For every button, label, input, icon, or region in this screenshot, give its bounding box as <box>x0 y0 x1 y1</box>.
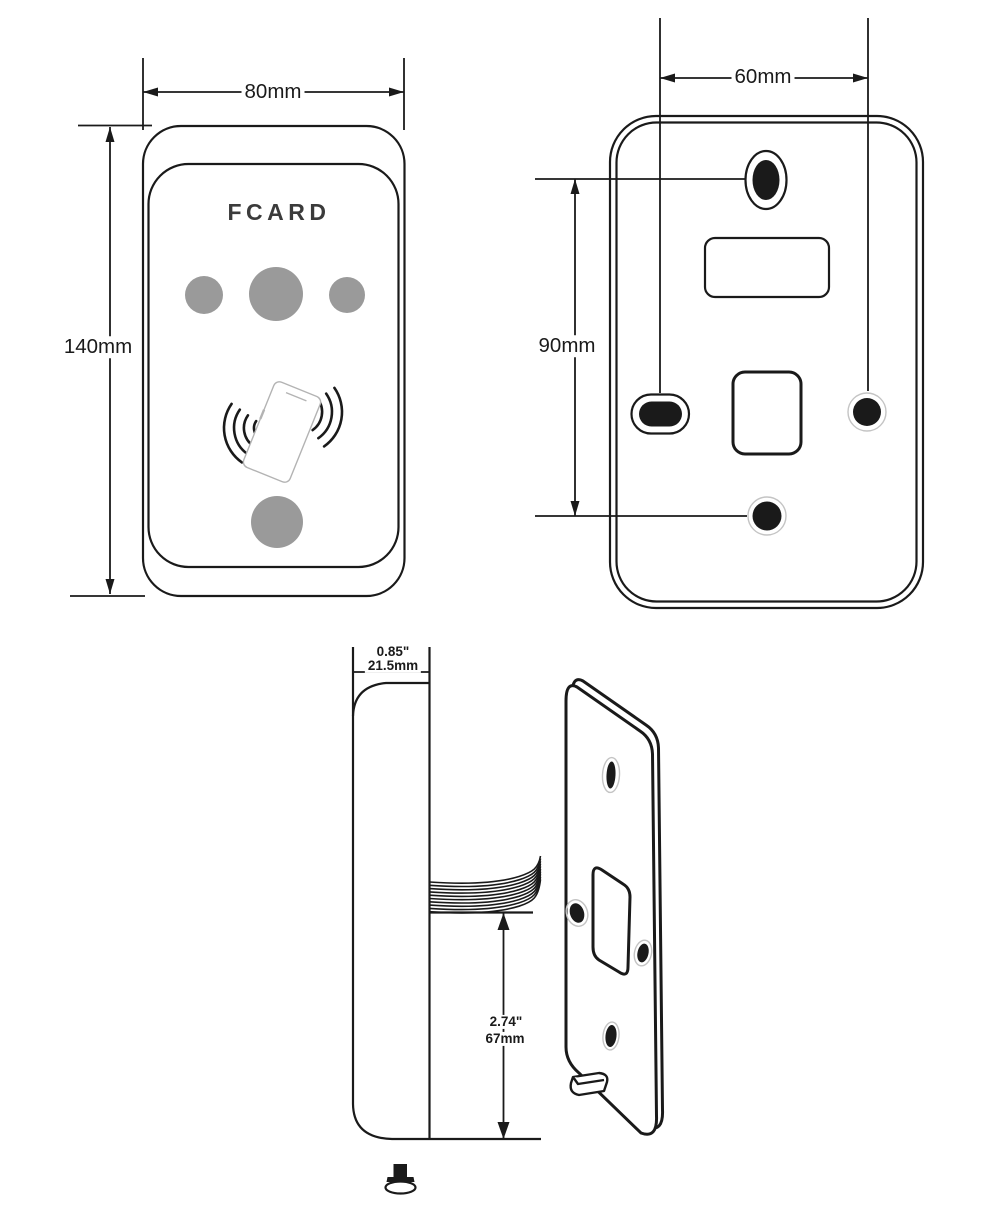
side-top-edge <box>351 681 430 717</box>
wire-bundle-icon <box>429 855 542 914</box>
bottom-mount-hole <box>752 501 782 531</box>
led-indicator-center <box>249 267 303 321</box>
front-view <box>70 58 406 598</box>
arrowhead-down <box>570 501 580 516</box>
back-outer-edge <box>608 114 925 610</box>
arrowhead-right <box>389 87 404 97</box>
back-inner-edge <box>615 121 918 603</box>
thickness-inch-label: 0.85" <box>373 644 413 660</box>
arrowhead-up <box>497 913 510 930</box>
keyhole-slot-outline <box>744 149 788 211</box>
left-mount-slot-outline <box>630 393 691 435</box>
thickness-mm-label: 21.5mm <box>364 658 422 674</box>
phone-card-icon <box>242 381 322 483</box>
mounting-plate-view <box>564 678 665 1136</box>
plate-left-hole-ring <box>565 899 589 927</box>
plate-top-slot <box>606 761 616 789</box>
screw-icon <box>384 1164 417 1195</box>
led-indicator-left <box>185 276 223 314</box>
plate-right-hole <box>637 943 649 963</box>
back-view <box>535 18 925 610</box>
center-wire-opening <box>731 370 803 456</box>
cable-offset-mm-label: 67mm <box>482 1031 528 1047</box>
front-width-label: 80mm <box>241 81 305 103</box>
buzzer-circle <box>251 496 303 548</box>
right-mount-hole <box>853 398 881 426</box>
side-bottom-edge <box>351 1103 541 1141</box>
plate-bottom-tab <box>569 1071 609 1097</box>
plate-left-hole <box>569 903 585 923</box>
right-mount-hole-ring <box>847 392 887 432</box>
arrowhead-left <box>143 87 158 97</box>
plate-center-opening <box>591 866 632 976</box>
arrowhead-up <box>570 179 580 194</box>
left-mount-slot-hole <box>639 401 682 427</box>
back-hole-height-label: 90mm <box>535 335 599 357</box>
bottom-mount-hole-ring <box>747 496 787 536</box>
side-view <box>351 647 542 1195</box>
arrowhead-right <box>853 73 868 83</box>
upper-cable-opening <box>703 236 831 299</box>
front-outer-housing <box>141 124 406 598</box>
back-hole-width-label: 60mm <box>731 66 795 88</box>
front-face-plate <box>147 162 400 569</box>
brand-label: FCARD <box>227 198 331 225</box>
cable-offset-inch-label: 2.74" <box>486 1014 526 1030</box>
dimension-140mm <box>70 124 152 597</box>
plate-right-hole-ring <box>633 939 653 967</box>
front-height-label: 140mm <box>60 336 136 358</box>
arrowhead-up <box>105 127 115 142</box>
plate-lower-hole-ring <box>602 1021 620 1051</box>
plate-lower-hole <box>605 1025 617 1047</box>
led-indicator-right <box>329 277 365 313</box>
arrowhead-down <box>497 1122 510 1139</box>
arrowhead-left <box>660 73 675 83</box>
keyhole-slot-hole <box>752 160 780 200</box>
plate-top-slot-ring <box>601 756 621 794</box>
arrowhead-down <box>105 579 115 594</box>
